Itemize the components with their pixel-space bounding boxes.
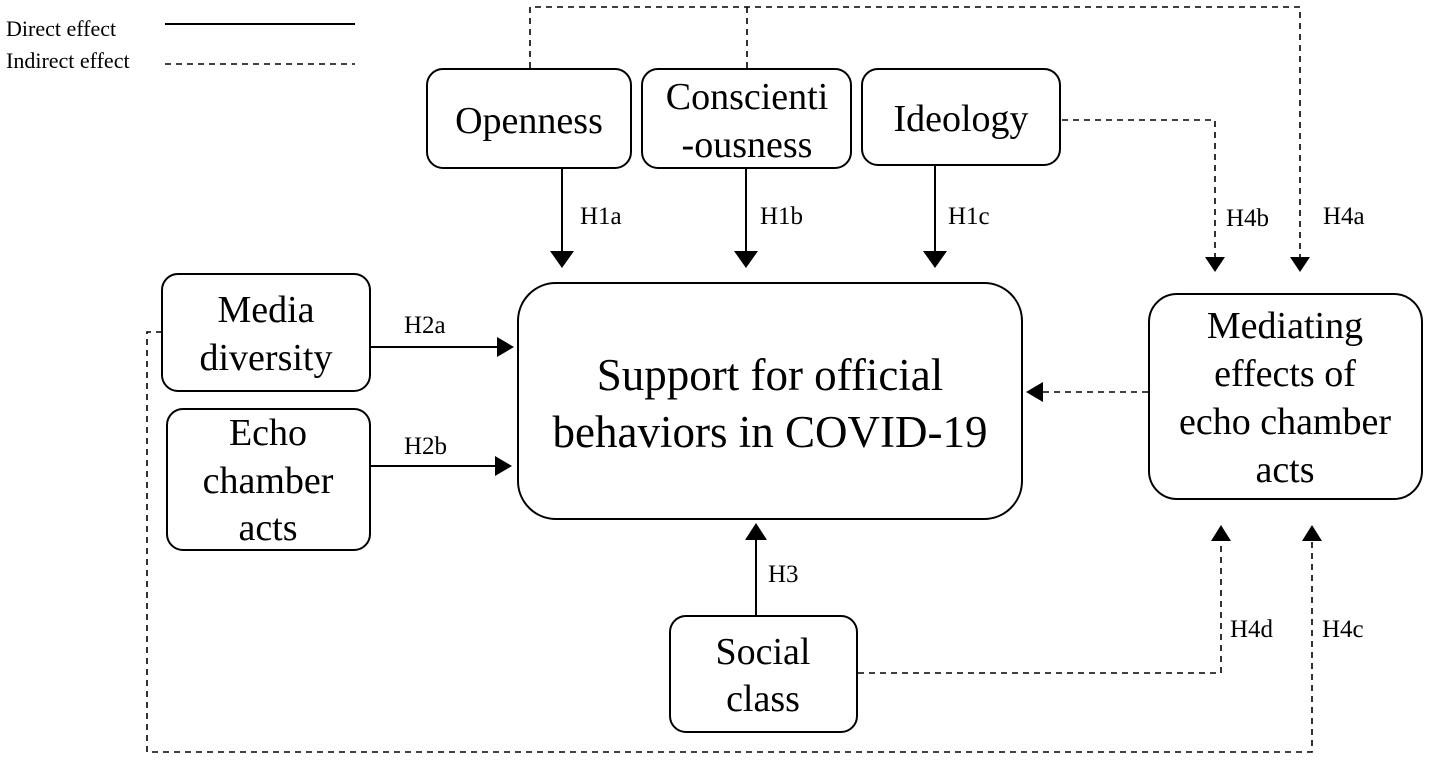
node-social-class: Social class (669, 615, 858, 733)
hypothesis-h2b: H2b (404, 433, 447, 460)
hypothesis-h4a: H4a (1323, 203, 1365, 230)
node-mediating-label-line1: Mediating (1207, 305, 1363, 347)
node-mediating-label-line2: effects of (1214, 353, 1356, 395)
arrowhead-h1a (550, 251, 574, 268)
node-conscientiousness-label-line1: Conscienti (666, 76, 829, 118)
node-support-label-line2: behaviors in COVID-19 (553, 407, 988, 457)
arrowhead-h1c (923, 251, 947, 268)
node-social-class-label-line2: class (726, 678, 800, 720)
node-support-label-line1: Support for official (597, 350, 944, 400)
node-openness-label: Openness (455, 100, 603, 142)
node-social-class-label-line1: Social (716, 631, 811, 673)
node-echo-chamber-label-line1: Echo (229, 412, 307, 454)
node-mediating-label-line3: echo chamber (1179, 401, 1391, 443)
arrowhead-h2b (495, 456, 512, 476)
arrowhead-h4b (1205, 257, 1225, 272)
hypothesis-h1a: H1a (580, 203, 622, 230)
node-ideology: Ideology (861, 68, 1061, 166)
arrowhead-mediating-to-support (1026, 382, 1043, 402)
node-openness: Openness (426, 68, 632, 169)
arrowhead-h3 (745, 523, 767, 540)
arrowhead-h4a (1290, 257, 1310, 272)
hypothesis-h4b: H4b (1226, 205, 1269, 232)
connector-ideology-to-mediating (1062, 119, 1216, 258)
connector-media-diversity-to-mediating (146, 331, 1313, 753)
node-mediating-effects: Mediating effects of echo chamber acts (1148, 293, 1423, 500)
hypothesis-h3: H3 (768, 561, 799, 588)
hypothesis-h1b: H1b (760, 203, 803, 230)
node-conscientiousness-label-line2: -ousness (682, 124, 813, 166)
connector-social-class-to-mediating (858, 540, 1222, 674)
node-support-official-behaviors: Support for official behaviors in COVID-… (517, 282, 1023, 520)
hypothesis-h4d: H4d (1230, 616, 1274, 643)
node-ideology-label: Ideology (893, 98, 1028, 140)
arrowhead-h4d (1211, 525, 1231, 541)
node-media-diversity-label-line2: diversity (200, 337, 333, 379)
hypothesis-h2a: H2a (404, 312, 446, 339)
node-mediating-label-line4: acts (1255, 449, 1314, 491)
hypothesis-h4c: H4c (1322, 616, 1364, 643)
node-echo-chamber-acts: Echo chamber acts (166, 408, 371, 551)
legend-indirect-label: Indirect effect (6, 48, 130, 73)
legend-direct-label: Direct effect (6, 16, 116, 41)
arrowhead-h2a (497, 337, 514, 357)
node-conscientiousness: Conscienti -ousness (641, 68, 852, 169)
node-echo-chamber-label-line2: chamber (203, 460, 334, 502)
node-media-diversity: Media diversity (161, 273, 371, 392)
node-echo-chamber-label-line3: acts (238, 507, 297, 549)
arrowhead-h1b (734, 251, 758, 268)
node-media-diversity-label-line1: Media (217, 289, 314, 331)
connector-openness-to-mediating (529, 6, 1301, 258)
arrowhead-h4c (1302, 525, 1322, 541)
hypothesis-h1c: H1c (948, 203, 990, 230)
